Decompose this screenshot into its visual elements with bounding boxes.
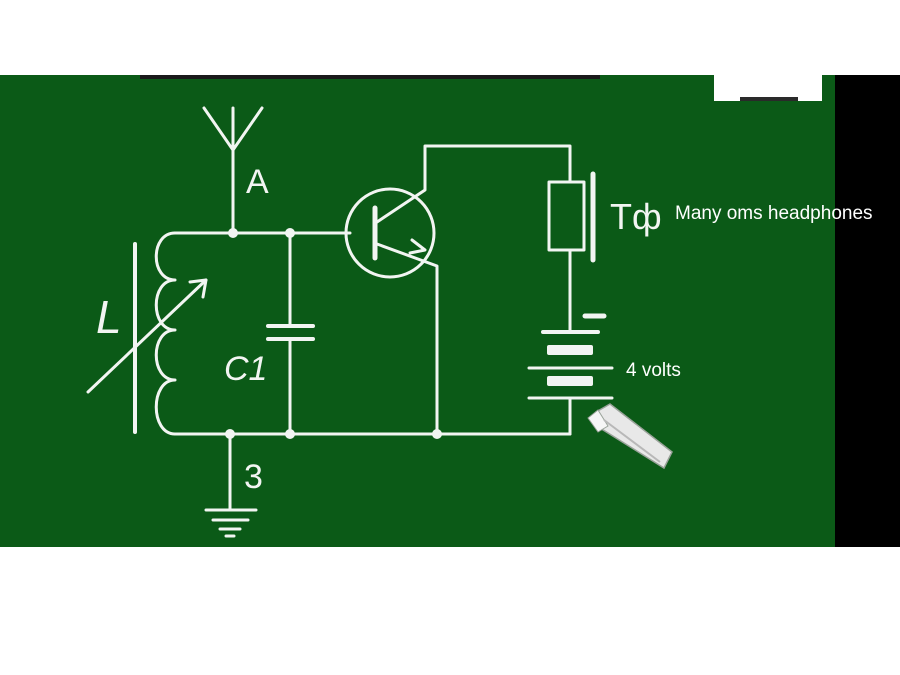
antenna-symbol bbox=[202, 106, 264, 235]
battery-voltage-note: 4 volts bbox=[626, 360, 681, 381]
inductor-coil bbox=[154, 231, 177, 436]
transistor-symbol bbox=[344, 144, 572, 436]
inductor-label: L bbox=[96, 291, 122, 343]
battery-minus-label: – bbox=[586, 294, 587, 295]
variable-tuning-arrow bbox=[86, 278, 208, 394]
chalkboard-background bbox=[0, 75, 835, 547]
headphones-symbol bbox=[547, 171, 596, 332]
antenna-label: A bbox=[246, 163, 269, 201]
chalk-piece-image bbox=[587, 403, 673, 470]
capacitor-label: C1 bbox=[224, 350, 268, 388]
ground-symbol bbox=[204, 432, 258, 538]
top-right-white-patch bbox=[714, 75, 822, 101]
right-black-bar bbox=[835, 75, 900, 547]
junction-dots bbox=[225, 228, 442, 439]
battery-symbol bbox=[527, 313, 614, 436]
headphones-note: Many oms headphones bbox=[675, 203, 873, 224]
capacitor-c1-symbol bbox=[266, 231, 315, 436]
headphones-label: Tф bbox=[610, 196, 662, 237]
top-dark-strip bbox=[140, 75, 600, 79]
ground-label: 3 bbox=[244, 458, 263, 496]
